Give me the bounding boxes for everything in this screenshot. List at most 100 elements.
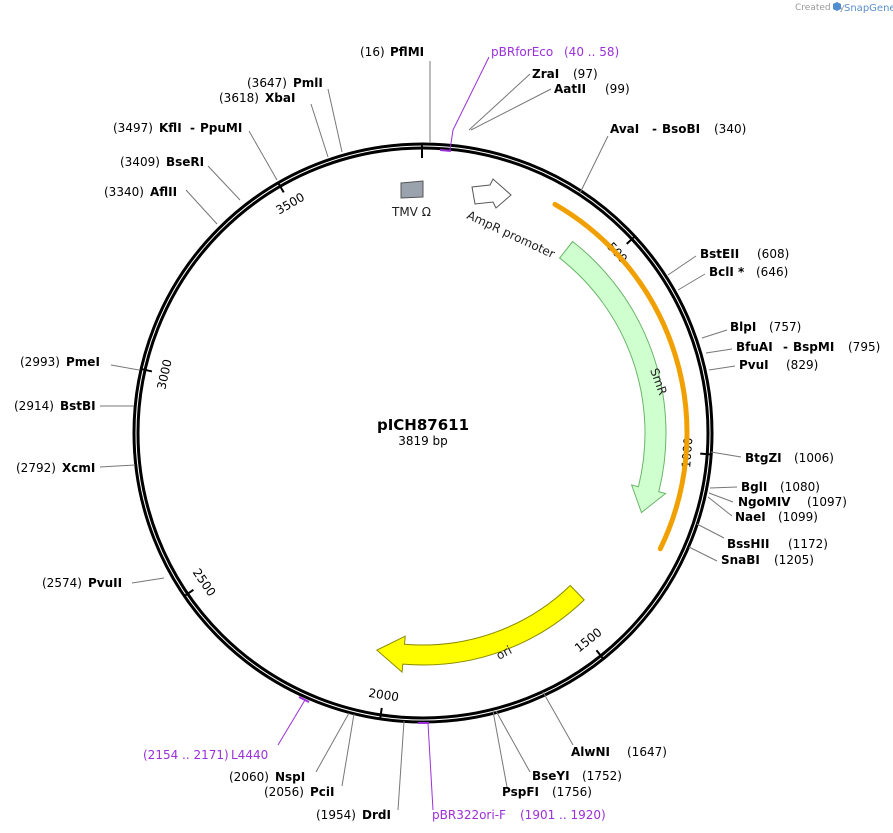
primer-leader-lines — [277, 56, 490, 811]
enzyme-name: AvaI — [610, 122, 639, 136]
enzyme-naei[interactable]: NaeI (1099) — [735, 510, 818, 524]
enzyme-name: PmlI — [293, 76, 323, 90]
enzyme-xbai[interactable]: (3618) XbaI — [219, 91, 295, 105]
tick-mark-500 — [626, 236, 635, 245]
enzyme-name: BlpI — [730, 320, 756, 334]
tick-mark-1000 — [700, 452, 711, 456]
primer-bar-pbrforeco[interactable] — [439, 149, 452, 152]
enzyme-name: NspI — [275, 770, 305, 784]
ori-feature-arrow[interactable] — [375, 584, 585, 674]
leader-lines — [99, 61, 742, 811]
enzyme-pos: (3618) — [219, 91, 259, 105]
enzyme-avai-bsobi[interactable]: AvaI - BsoBI (340) — [610, 122, 746, 136]
enzyme-bstbi[interactable]: (2914) BstBI — [14, 399, 96, 413]
svg-text:-: - — [652, 122, 657, 136]
enzyme-btgzi[interactable]: BtgZI (1006) — [745, 451, 834, 465]
enzyme-pos: (1954) — [316, 808, 356, 822]
ampr-promoter-arrow[interactable] — [471, 178, 512, 209]
enzyme-pos: (1647) — [627, 745, 667, 759]
smr-feature-arrow[interactable] — [558, 240, 667, 514]
enzyme-name: NaeI — [735, 510, 766, 524]
enzyme-drdi[interactable]: (1954) DrdI — [316, 808, 391, 822]
tick-label-3000: 3000 — [154, 358, 174, 391]
primer-name: pBRforEco — [491, 45, 553, 59]
primer-name: pBR322ori-F — [432, 808, 506, 822]
enzyme-name-2: PpuMI — [200, 121, 242, 135]
enzyme-pcii[interactable]: (2056) PciI — [264, 785, 335, 799]
enzyme-pmli[interactable]: (3647) PmlI — [247, 76, 323, 90]
enzyme-name-2: BsoBI — [662, 122, 700, 136]
enzyme-alwni[interactable]: AlwNI (1647) — [571, 745, 667, 759]
enzyme-pos: (2056) — [264, 785, 304, 799]
enzyme-bfuai-bspmi[interactable]: BfuAI - BspMI (795) — [736, 340, 880, 354]
enzyme-name: ZraI — [532, 67, 559, 81]
enzyme-name: PflMI — [390, 45, 424, 59]
enzyme-pos: (2574) — [42, 576, 82, 590]
created-by-text: Created by — [795, 3, 845, 13]
tmv-omega-box-icon[interactable] — [400, 180, 424, 199]
enzyme-bseri[interactable]: (3409) BseRI — [120, 155, 204, 169]
enzyme-name: NgoMIV — [738, 495, 791, 509]
enzyme-pos: (2914) — [14, 399, 54, 413]
enzyme-name: BclI * — [709, 265, 745, 279]
enzyme-name: AlwNI — [571, 745, 610, 759]
enzyme-pspfi[interactable]: PspFI (1756) — [502, 785, 592, 799]
enzyme-blpi[interactable]: BlpI (757) — [730, 320, 801, 334]
enzyme-aatii[interactable]: AatII (99) — [554, 82, 630, 96]
enzyme-name: PmeI — [66, 355, 100, 369]
enzyme-pos: (340) — [714, 122, 746, 136]
enzyme-kfli-ppumi[interactable]: (3497) KflI - PpuMI — [113, 121, 242, 135]
enzyme-name: SnaBI — [721, 553, 760, 567]
enzyme-name: XbaI — [265, 91, 295, 105]
enzyme-bsshii[interactable]: BssHII (1172) — [727, 537, 828, 551]
tick-label-1500: 1500 — [572, 625, 605, 655]
svg-text:-: - — [783, 340, 788, 354]
enzyme-pos: (608) — [757, 247, 789, 261]
snapgene-logo-icon — [833, 2, 841, 11]
enzyme-pvuii[interactable]: (2574) PvuII — [42, 576, 122, 590]
enzyme-bseyi[interactable]: BseYI (1752) — [532, 769, 622, 783]
enzyme-snabi[interactable]: SnaBI (1205) — [721, 553, 814, 567]
enzyme-pos: (1756) — [552, 785, 592, 799]
tick-mark-1500 — [595, 649, 604, 659]
enzyme-pos: (2792) — [16, 461, 56, 475]
enzyme-name: PvuI — [739, 358, 769, 372]
primer-pbrforeco[interactable]: pBRforEco (40 .. 58) — [491, 45, 619, 59]
enzyme-bgli[interactable]: BglI (1080) — [741, 480, 820, 494]
primer-name: L4440 — [231, 748, 268, 762]
enzyme-ngomiv[interactable]: NgoMIV (1097) — [738, 495, 847, 509]
enzyme-pos: (1099) — [778, 510, 818, 524]
enzyme-pmei[interactable]: (2993) PmeI — [20, 355, 100, 369]
primer-bar-l4440[interactable] — [298, 696, 310, 703]
enzyme-name: KflI — [159, 121, 182, 135]
primer-range: (1901 .. 1920) — [520, 808, 606, 822]
enzyme-name: PvuII — [88, 576, 122, 590]
enzyme-name: PspFI — [502, 785, 539, 799]
tick-mark-3000 — [141, 368, 153, 373]
plasmid-name: pICH87611 — [377, 416, 469, 434]
tick-label-3500: 3500 — [273, 190, 306, 217]
enzyme-pos: (1006) — [794, 451, 834, 465]
enzyme-zrai[interactable]: ZraI (97) — [532, 67, 598, 81]
enzyme-bsteii[interactable]: BstEII (608) — [700, 247, 789, 261]
enzyme-xcmi[interactable]: (2792) XcmI — [16, 461, 95, 475]
primer-l4440[interactable]: (2154 .. 2171) L4440 — [143, 748, 268, 762]
enzyme-nspi[interactable]: (2060) NspI — [229, 770, 305, 784]
tick-label-2000: 2000 — [368, 686, 400, 704]
primer-range: (40 .. 58) — [564, 45, 619, 59]
tick-label-2500: 2500 — [190, 566, 219, 599]
enzyme-name: BfuAI — [736, 340, 773, 354]
enzyme-aflii[interactable]: (3340) AflII — [104, 185, 177, 199]
enzyme-name: BseYI — [532, 769, 570, 783]
enzyme-pflmi[interactable]: (16) PflMI — [360, 45, 424, 59]
primer-pbr322ori-f[interactable]: pBR322ori-F (1901 .. 1920) — [432, 808, 606, 822]
orange-feature-arc[interactable] — [552, 201, 690, 552]
tick-marks — [141, 145, 711, 718]
enzyme-pos: (829) — [786, 358, 818, 372]
enzyme-pvui[interactable]: PvuI (829) — [739, 358, 818, 372]
plasmid-size: 3819 bp — [398, 434, 448, 448]
enzyme-pos: (1205) — [774, 553, 814, 567]
enzyme-bcli[interactable]: BclI * (646) — [709, 265, 788, 279]
enzyme-pos: (97) — [573, 67, 598, 81]
